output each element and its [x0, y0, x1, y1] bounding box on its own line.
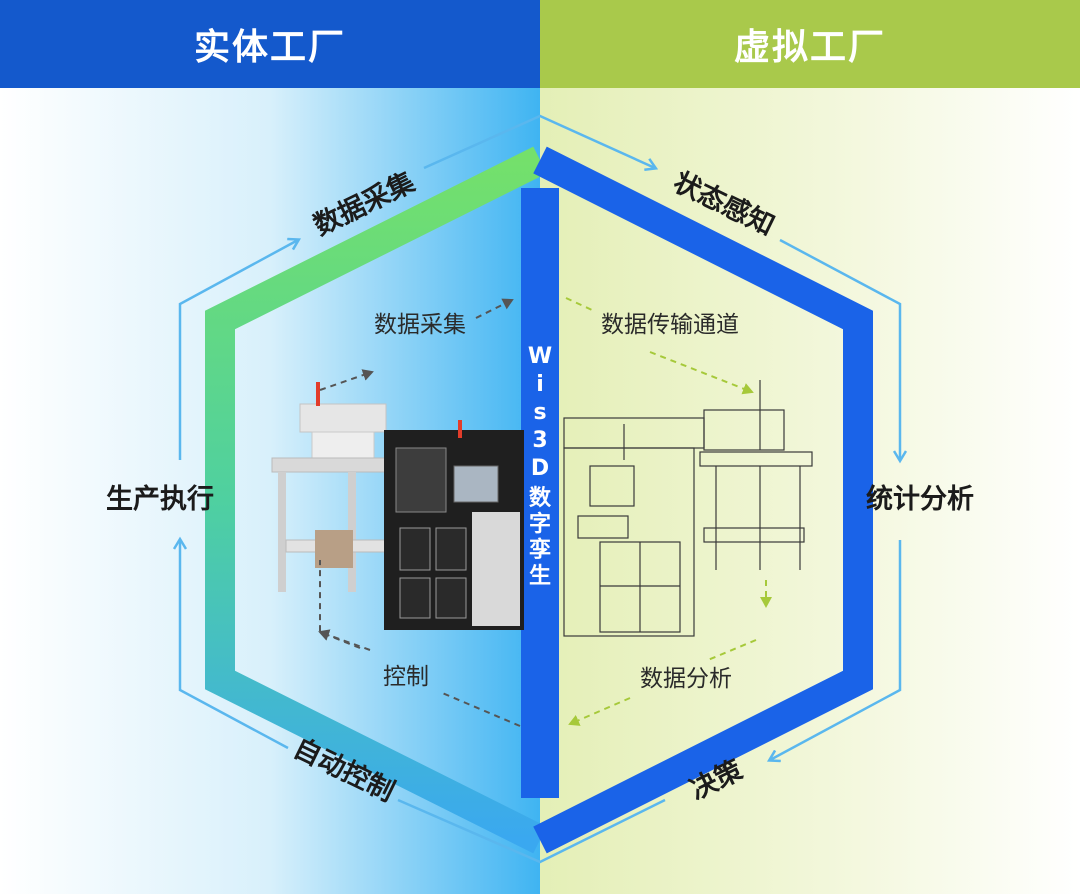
control-dashed-arrow-2 — [319, 560, 361, 649]
wis3d-letter: i — [536, 372, 544, 397]
cycle-arrow-bottom — [397, 798, 666, 864]
label-collect-inner: 数据采集 — [374, 312, 466, 338]
analysis-dashed-arrow-2 — [707, 639, 757, 661]
hexagon-virtual-half — [533, 146, 873, 854]
collect-dashed-arrow-2 — [475, 298, 514, 319]
physical-inner-flows — [318, 298, 521, 727]
label-transfer-channel: 数据传输通道 — [601, 312, 739, 338]
wis3d-center-bar — [521, 188, 559, 798]
cycle-arrow-top-left-upper — [423, 114, 655, 168]
outer-cycle-arrows — [178, 114, 902, 864]
transfer-dashed-arrow-2 — [649, 351, 754, 395]
physical-machine-image — [271, 382, 524, 630]
label-data-analysis: 数据分析 — [640, 666, 732, 692]
wis3d-letter: 3 — [532, 428, 547, 453]
wis3d-letter: W — [528, 344, 552, 369]
wis3d-letter: D — [531, 456, 549, 481]
wis3d-letter: s — [533, 400, 546, 425]
virtual-factory-title: 虚拟工厂 — [733, 27, 886, 68]
wis3d-bar-text: W i s 3 D 数 字 孪 生 — [528, 344, 552, 589]
label-production-execution: 生产执行 — [106, 483, 214, 515]
label-statistical-analysis: 统计分析 — [866, 483, 974, 515]
physical-factory-title: 实体工厂 — [193, 27, 346, 68]
virtual-machine-drawing — [563, 380, 813, 637]
cycle-arrow-left — [178, 240, 298, 460]
virtual-side-background — [540, 88, 1080, 894]
control-arrow-head — [318, 629, 371, 651]
hexagon-physical-half — [205, 146, 547, 854]
cycle-arrow-right — [770, 540, 902, 760]
physical-factory-header: 实体工厂 — [0, 0, 540, 88]
digital-twin-char: 孪 — [529, 537, 551, 563]
cycle-arrow-bottom-left — [180, 540, 289, 750]
digital-twin-cycle-diagram: 数据采集 状态感知 统计分析 决策 自动控制 生产执行 数据采集 控制 数据传输… — [0, 88, 1080, 894]
virtual-inner-flows — [565, 297, 772, 726]
cycle-arrow-top-right — [779, 238, 900, 460]
label-control-inner: 控制 — [383, 664, 429, 690]
transfer-dashed-arrow — [565, 297, 593, 311]
virtual-factory-header: 虚拟工厂 — [540, 0, 1080, 88]
digital-twin-char: 数 — [529, 485, 552, 511]
digital-twin-char: 生 — [529, 564, 551, 589]
digital-twin-char: 字 — [529, 511, 551, 537]
control-dashed-arrow — [439, 691, 521, 727]
collect-dashed-arrow — [319, 369, 374, 391]
